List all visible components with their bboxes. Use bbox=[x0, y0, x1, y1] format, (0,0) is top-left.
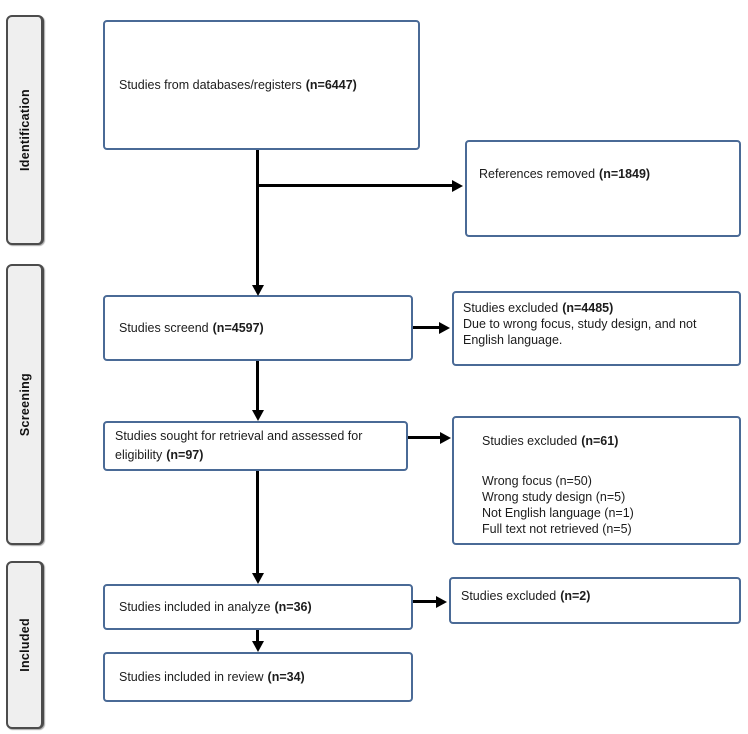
box-excluded-eligibility-count: (n=61) bbox=[581, 434, 619, 448]
box-studies-sought-text: Studies sought for retrieval and assesse… bbox=[115, 429, 363, 462]
box-excluded-eligibility-text: Studies excluded bbox=[482, 434, 578, 448]
stage-bar-included: Included bbox=[6, 561, 44, 729]
box-excluded-analyze-count: (n=2) bbox=[560, 589, 591, 603]
box-excluded-analyze-text: Studies excluded bbox=[461, 589, 557, 603]
box-included-analyze: Studies included in analyze(n=36) bbox=[103, 584, 413, 630]
box-studies-sought: Studies sought for retrieval and assesse… bbox=[103, 421, 408, 471]
box-included-analyze-text: Studies included in analyze bbox=[119, 600, 271, 614]
box-included-review-text: Studies included in review bbox=[119, 670, 264, 684]
stage-label-screening: Screening bbox=[17, 372, 32, 437]
box-references-removed-count: (n=1849) bbox=[599, 167, 651, 181]
exclusion-reason: Full text not retrieved (n=5) bbox=[482, 522, 632, 536]
box-included-review: Studies included in review(n=34) bbox=[103, 652, 413, 702]
box-studies-identified: Studies from databases/registers(n=6447) bbox=[103, 20, 420, 150]
exclusion-reason: Not English language (n=1) bbox=[482, 506, 634, 520]
box-studies-screened: Studies screend(n=4597) bbox=[103, 295, 413, 361]
box-excluded-screening-text: Studies excluded bbox=[463, 301, 559, 315]
box-studies-screened-text: Studies screend bbox=[119, 321, 209, 335]
box-excluded-screening-reason: Due to wrong focus, study design, and no… bbox=[463, 317, 697, 347]
box-references-removed: References removed(n=1849) bbox=[465, 140, 741, 237]
box-excluded-screening-count: (n=4485) bbox=[562, 301, 614, 315]
exclusion-reason: Wrong focus (n=50) bbox=[482, 474, 592, 488]
stage-label-identification: Identification bbox=[17, 89, 32, 171]
box-studies-identified-count: (n=6447) bbox=[305, 78, 357, 92]
box-studies-identified-text: Studies from databases/registers bbox=[119, 78, 302, 92]
exclusion-reason: Wrong study design (n=5) bbox=[482, 490, 626, 504]
box-excluded-eligibility: Studies excluded(n=61) Wrong focus (n=50… bbox=[452, 416, 741, 545]
box-studies-screened-count: (n=4597) bbox=[212, 321, 264, 335]
box-included-analyze-count: (n=36) bbox=[274, 600, 312, 614]
stage-bar-screening: Screening bbox=[6, 264, 44, 545]
stage-bar-identification: Identification bbox=[6, 15, 44, 245]
box-studies-sought-count: (n=97) bbox=[166, 448, 204, 462]
box-references-removed-text: References removed bbox=[479, 167, 596, 181]
box-excluded-analyze: Studies excluded(n=2) bbox=[449, 577, 741, 624]
stage-label-included: Included bbox=[17, 618, 32, 672]
box-excluded-screening: Studies excluded(n=4485) Due to wrong fo… bbox=[452, 291, 741, 366]
box-included-review-count: (n=34) bbox=[267, 670, 305, 684]
